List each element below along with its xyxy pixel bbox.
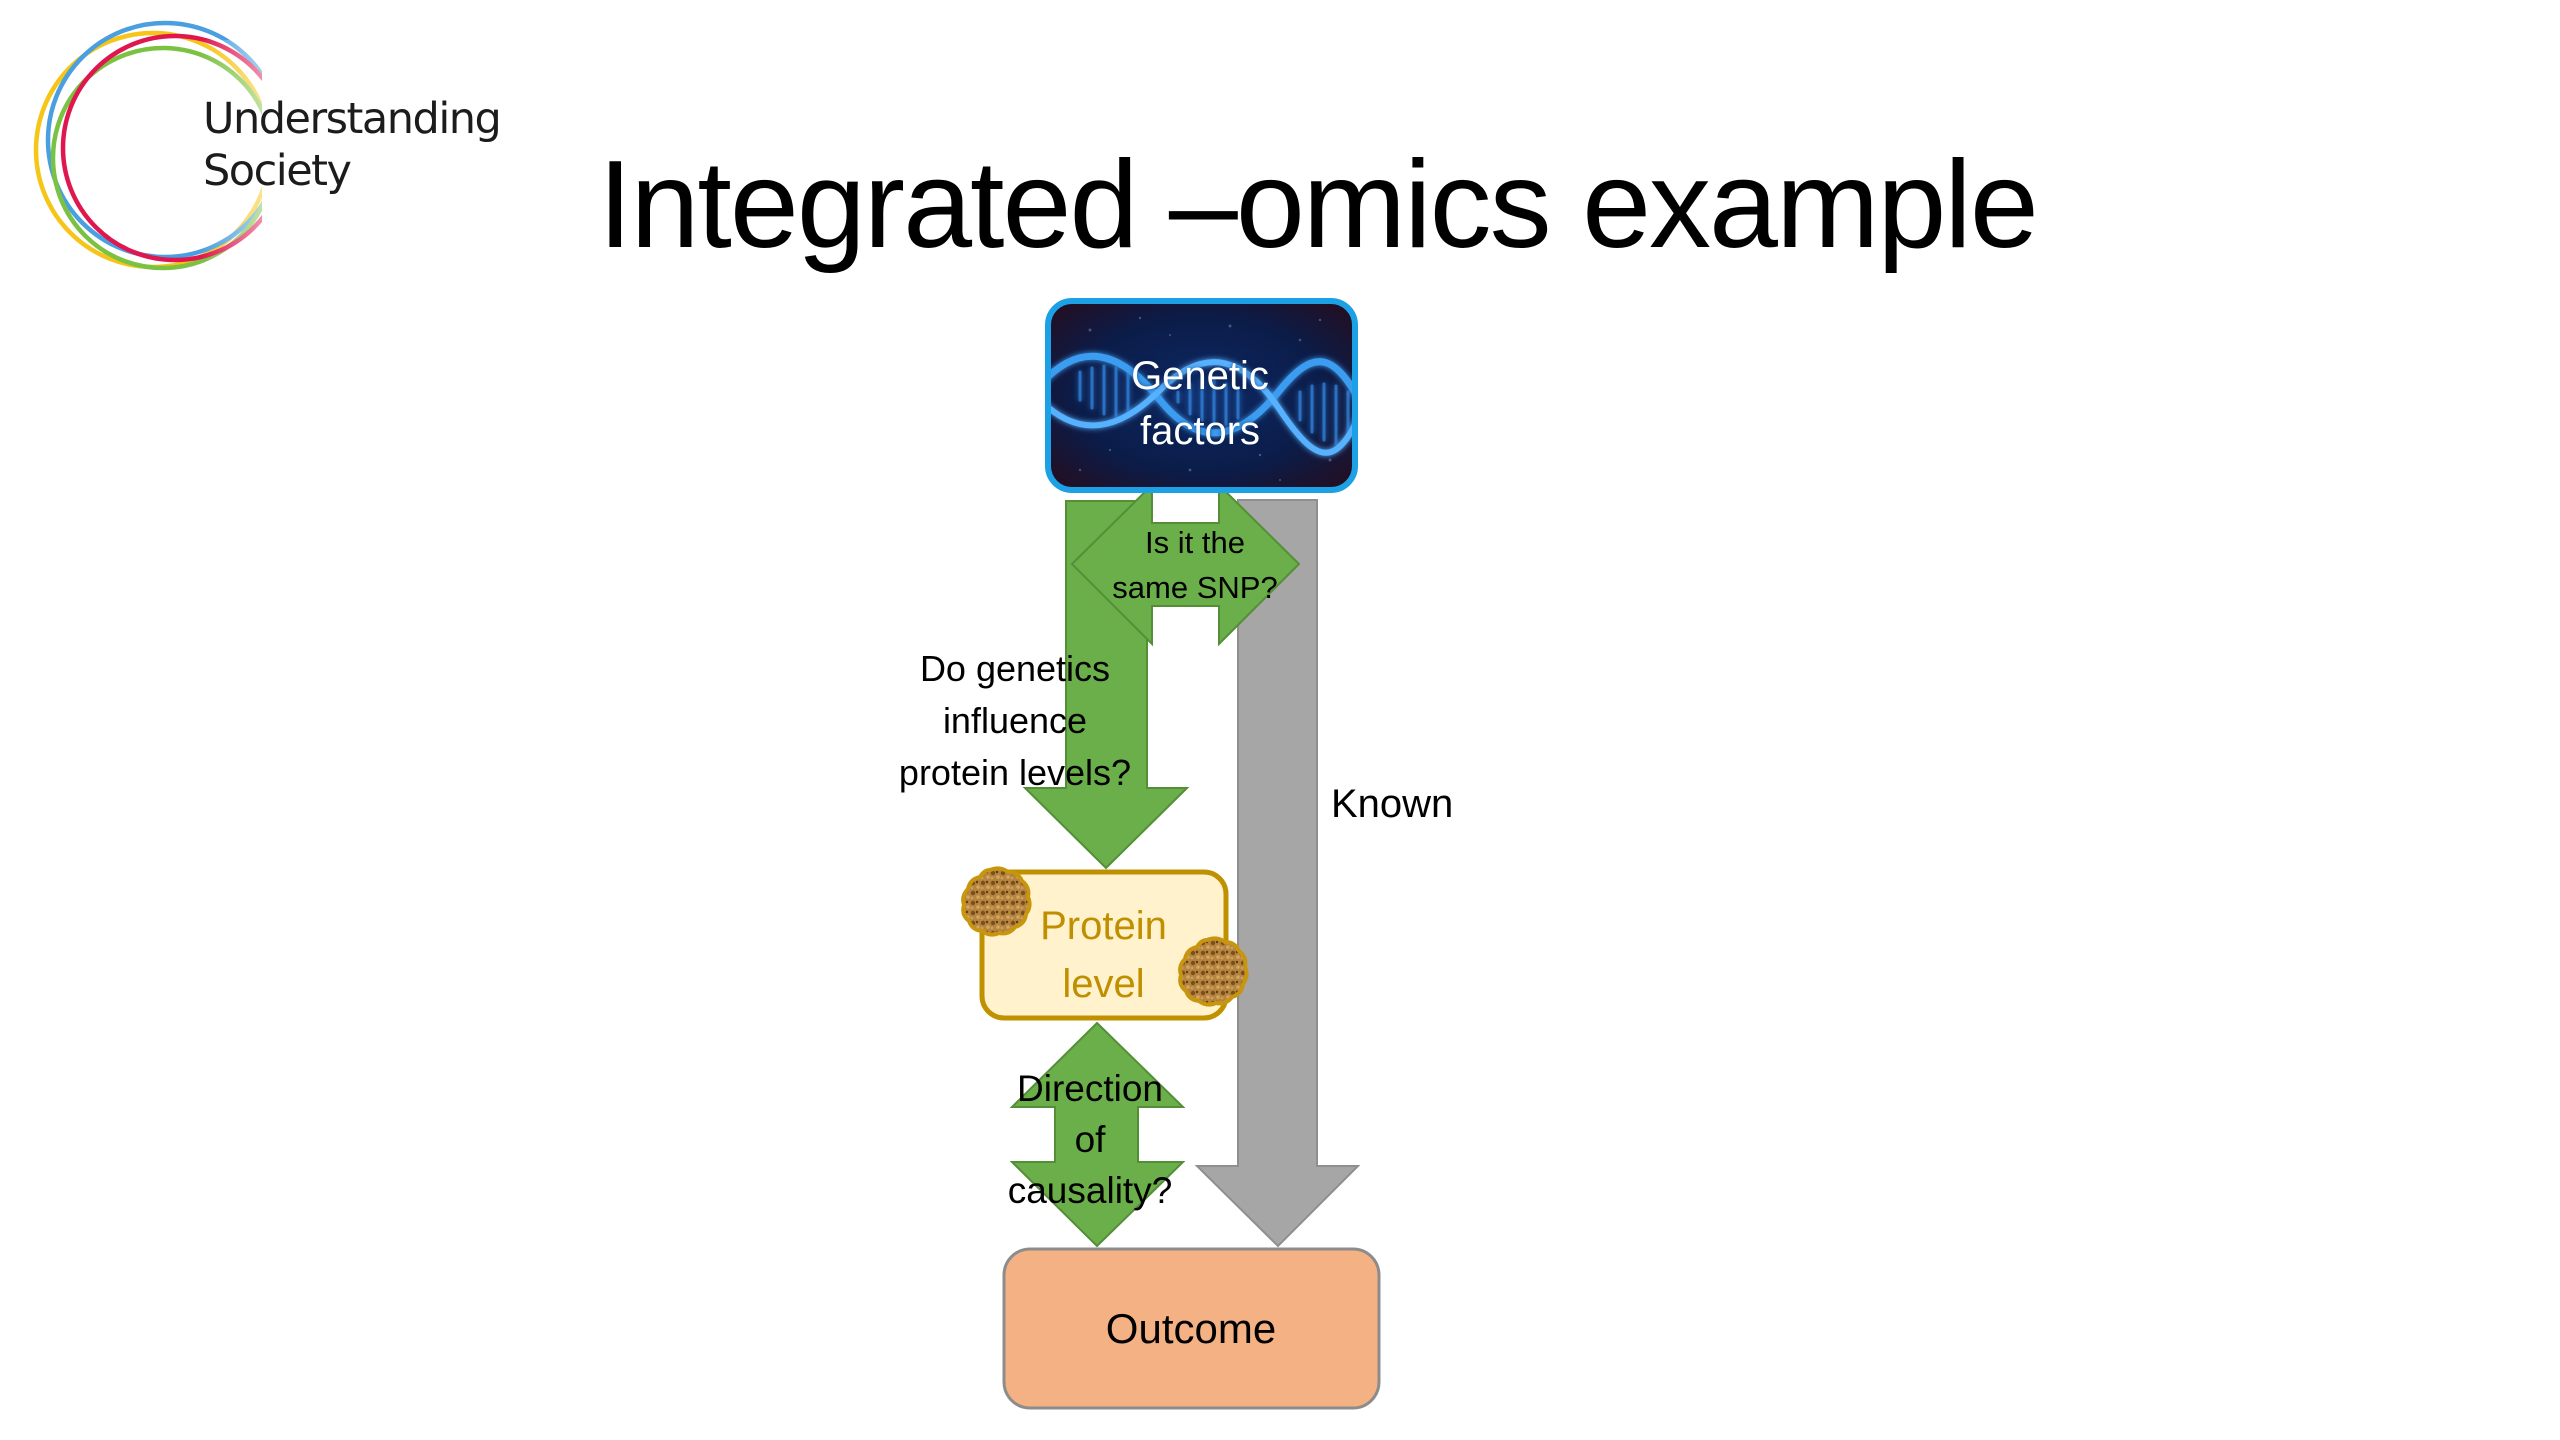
causality-double-arrow [1009,1021,1186,1248]
protein-level-label: Protein level [981,897,1226,1013]
logo-text-understanding: Understanding [203,94,502,144]
outcome-label: Outcome [1105,1305,1277,1352]
genetic-factors-label-line2: factors [1139,409,1261,453]
protein-molecule-icon [961,866,1032,937]
outcome-node [1002,1247,1381,1410]
genetic-factors-label: Genetic factors [1050,349,1350,459]
protein-level-label-line2: level [1062,962,1145,1006]
genetic-factors-node [1045,298,1358,493]
influence-question-line1: Do genetics [919,648,1111,689]
protein-molecule-icon-2 [1178,936,1249,1007]
influence-question-line3: protein levels? [898,752,1132,793]
genetic-factors-label-line1: Genetic [1131,354,1269,398]
known-arrow [1194,499,1361,1248]
snp-question-line2: same SNP? [1112,570,1278,605]
snp-question-line1: Is it the [1145,525,1245,560]
influence-question-line2: influence [942,700,1088,741]
influence-question-label: Do genetics influence protein levels? [860,643,1170,799]
protein-level-node [961,866,1249,1021]
known-label: Known [1331,782,1454,826]
dna-helix-icon [1048,316,1355,481]
protein-level-label-line1: Protein [1040,904,1167,948]
slide-title: Integrated –omics example [598,136,2039,274]
causality-question-line3: causality? [1007,1170,1173,1211]
snp-question-label: Is it the same SNP? [1095,520,1295,610]
causality-question-label: Direction of causality? [990,1063,1190,1216]
logo-rings-icon [33,20,320,271]
causality-question-line2: of [1074,1119,1106,1160]
causality-question-line1: Direction [1017,1068,1163,1109]
snp-double-arrow [1070,482,1301,647]
logo-text-society: Society [203,146,352,196]
